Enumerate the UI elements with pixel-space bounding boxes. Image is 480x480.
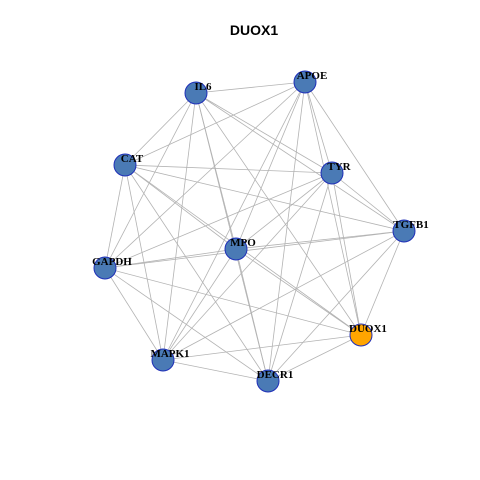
edge-cat-tgfb1 <box>124 164 405 232</box>
edge-il6-gapdh <box>104 92 197 269</box>
edge-gapdh-decr1 <box>104 267 269 382</box>
edge-apoe-mapk1 <box>162 81 306 361</box>
edge-il6-tyr <box>195 92 333 174</box>
edge-mpo-gapdh <box>104 248 237 269</box>
edge-tyr-tgfb1 <box>331 172 405 232</box>
edge-apoe-tyr <box>304 81 333 174</box>
edge-apoe-mpo <box>235 81 306 250</box>
edge-apoe-duox1 <box>304 81 362 336</box>
edge-mpo-duox1 <box>235 248 362 336</box>
node-decr1 <box>256 369 280 393</box>
edge-gapdh-duox1 <box>104 267 362 336</box>
edge-mapk1-duox1 <box>162 334 362 361</box>
edge-decr1-duox1 <box>267 334 362 382</box>
edge-tgfb1-gapdh <box>104 230 405 269</box>
node-label-mapk1: MAPK1 <box>150 348 189 360</box>
edge-tyr-mpo <box>235 172 333 250</box>
edge-tyr-gapdh <box>104 172 333 269</box>
node-tyr <box>320 161 344 185</box>
edge-il6-apoe <box>195 81 306 94</box>
node-label-mpo: MPO <box>230 237 256 249</box>
edge-mapk1-decr1 <box>162 359 269 382</box>
edge-cat-tyr <box>124 164 333 174</box>
edge-tgfb1-duox1 <box>360 230 405 336</box>
edge-cat-decr1 <box>124 164 269 382</box>
node-label-apoe: APOE <box>297 70 328 82</box>
node-label-tyr: TYR <box>327 161 351 173</box>
edge-cat-mpo <box>124 164 237 250</box>
node-gapdh <box>93 256 117 280</box>
edge-mpo-decr1 <box>235 248 269 382</box>
edge-il6-tgfb1 <box>195 92 405 232</box>
edge-tyr-decr1 <box>267 172 333 382</box>
edge-il6-mapk1 <box>162 92 197 361</box>
edge-mpo-mapk1 <box>162 248 237 361</box>
edge-apoe-tgfb1 <box>304 81 405 232</box>
node-label-gapdh: GAPDH <box>92 256 132 268</box>
edge-tgfb1-mapk1 <box>162 230 405 361</box>
diagram-title: DUOX1 <box>230 22 278 38</box>
node-label-tgfb1: TGFB1 <box>393 219 428 231</box>
edge-tyr-mapk1 <box>162 172 333 361</box>
node-tgfb1 <box>392 219 416 243</box>
edge-il6-cat <box>124 92 197 166</box>
node-label-duox1: DUOX1 <box>349 323 387 335</box>
edge-gapdh-mapk1 <box>104 267 164 361</box>
edge-cat-gapdh <box>104 164 126 269</box>
edge-apoe-cat <box>124 81 306 166</box>
edge-il6-duox1 <box>195 92 362 336</box>
node-duox1 <box>349 323 373 347</box>
node-label-il6: IL6 <box>194 81 212 93</box>
edge-apoe-decr1 <box>267 81 306 382</box>
node-il6 <box>184 81 208 105</box>
node-label-cat: CAT <box>121 153 144 165</box>
node-apoe <box>293 70 317 94</box>
node-mpo <box>224 237 248 261</box>
edge-tyr-duox1 <box>331 172 362 336</box>
node-label-decr1: DECR1 <box>257 369 294 381</box>
node-cat <box>113 153 137 177</box>
edge-tgfb1-mpo <box>235 230 405 250</box>
edge-layer <box>104 81 405 382</box>
edge-apoe-gapdh <box>104 81 306 269</box>
edge-tgfb1-decr1 <box>267 230 405 382</box>
node-mapk1 <box>151 348 175 372</box>
